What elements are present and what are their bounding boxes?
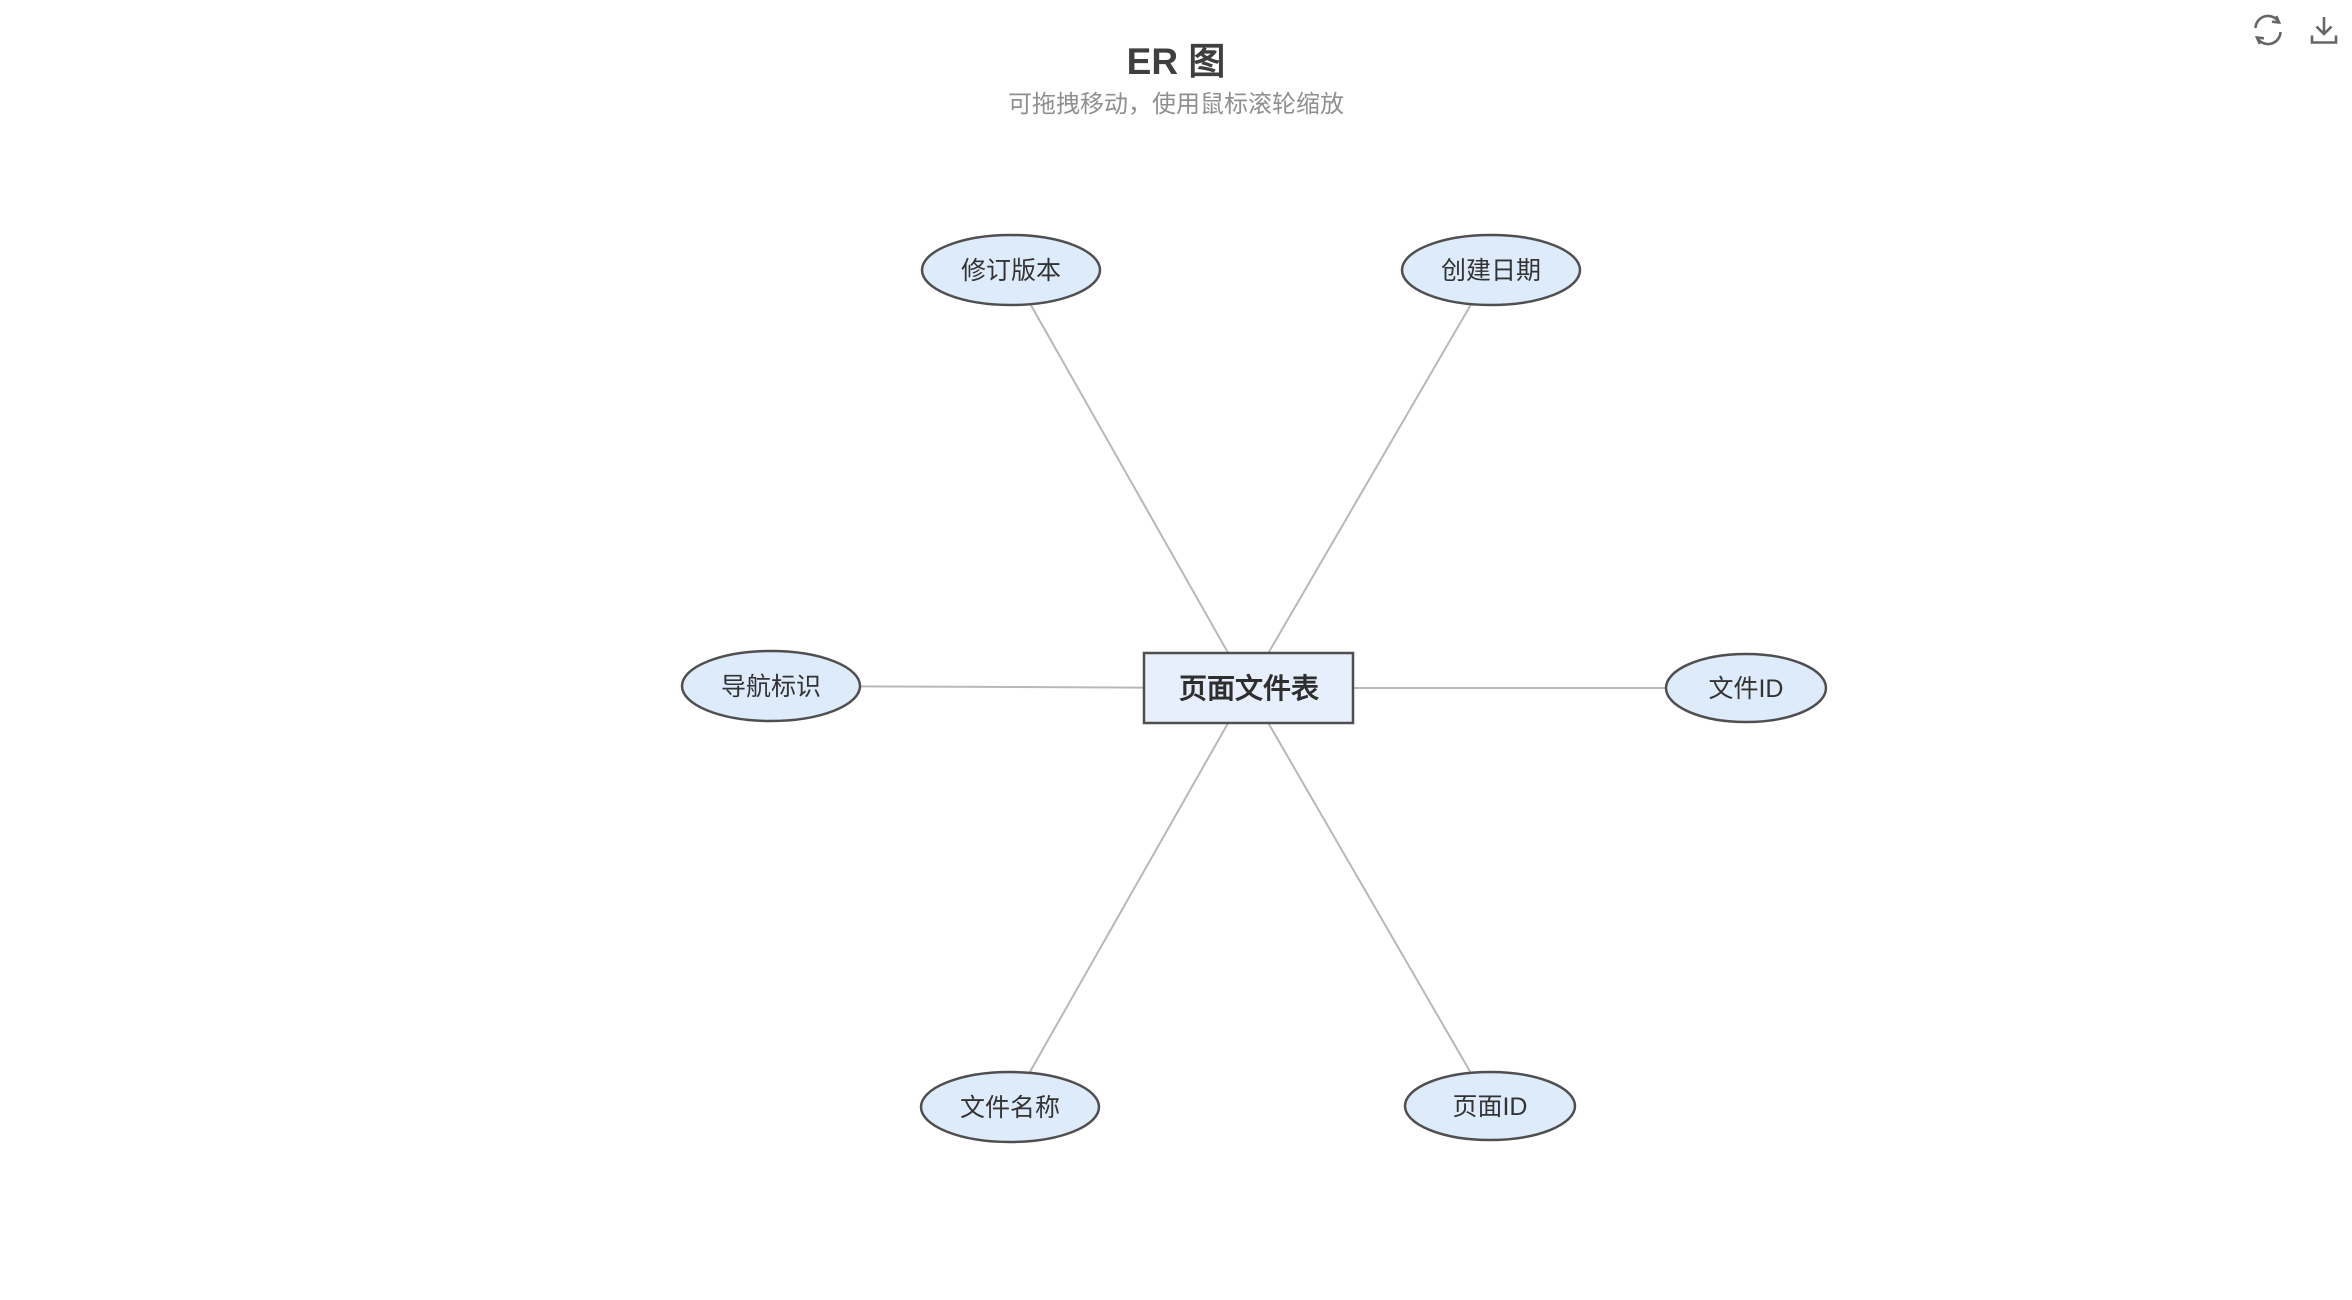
- attribute-node-page-id[interactable]: 页面ID: [1403, 1070, 1577, 1142]
- download-icon: [2310, 17, 2338, 44]
- attribute-node-file-id[interactable]: 文件ID: [1664, 652, 1828, 724]
- entity-rect[interactable]: [1142, 651, 1355, 725]
- attribute-label: 页面ID: [1452, 1093, 1527, 1121]
- refresh-button[interactable]: [2249, 11, 2287, 49]
- attribute-ellipse[interactable]: [1400, 233, 1582, 307]
- header: ER 图 可拖拽移动，使用鼠标滚轮缩放: [0, 40, 2352, 120]
- download-button[interactable]: [2305, 11, 2343, 49]
- attribute-node-revision[interactable]: 修订版本: [920, 233, 1102, 307]
- toolbar: [2249, 11, 2343, 49]
- edge-line: [1247, 687, 1491, 1107]
- attribute-label: 创建日期: [1441, 257, 1541, 285]
- entity-label: 页面文件表: [1179, 672, 1319, 704]
- attribute-ellipse[interactable]: [680, 649, 862, 723]
- attribute-ellipse[interactable]: [1664, 652, 1828, 724]
- attribute-node-file-name[interactable]: 文件名称: [919, 1070, 1101, 1144]
- page-subtitle: 可拖拽移动，使用鼠标滚轮缩放: [1008, 91, 1344, 118]
- entity-node-page-file-table[interactable]: 页面文件表: [1142, 651, 1355, 725]
- attribute-label: 修订版本: [961, 257, 1061, 285]
- attribute-ellipse[interactable]: [920, 233, 1102, 307]
- attribute-ellipse[interactable]: [919, 1070, 1101, 1144]
- attribute-node-create-date[interactable]: 创建日期: [1400, 233, 1582, 307]
- attribute-label: 导航标识: [721, 673, 821, 701]
- page-title: ER 图: [1126, 41, 1226, 82]
- edge-line: [1009, 687, 1249, 1108]
- edge-line: [1247, 269, 1492, 689]
- attribute-ellipse[interactable]: [1403, 1070, 1577, 1142]
- attribute-node-nav-id[interactable]: 导航标识: [680, 649, 862, 723]
- attribute-label: 文件名称: [960, 1094, 1060, 1122]
- attribute-label: 文件ID: [1708, 675, 1783, 703]
- edge-line: [1010, 269, 1249, 689]
- refresh-icon: [2254, 14, 2282, 46]
